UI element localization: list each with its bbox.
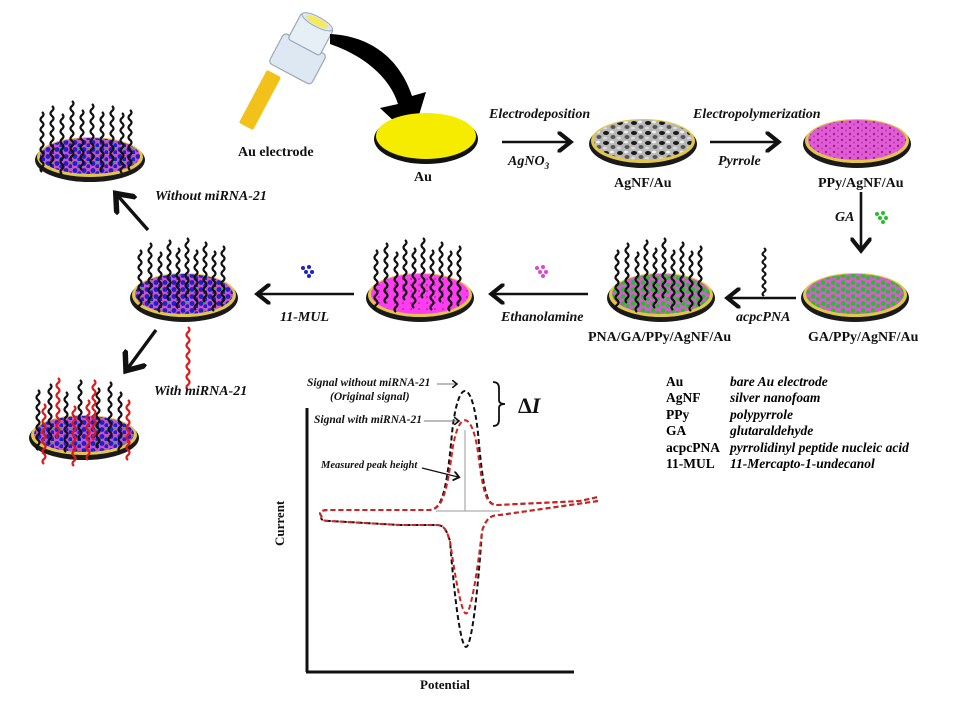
- agno3-subscript: 3: [544, 160, 550, 171]
- series-with-mirna: [319, 419, 599, 615]
- ethanolamine-disk: [366, 236, 474, 322]
- pyrrole-label: Pyrrole: [718, 154, 761, 169]
- legend-abbr: acpcPNA: [666, 439, 720, 455]
- legend-row: acpcPNA pyrrolidinyl peptide nucleic acid: [666, 440, 909, 456]
- ga-molecule-icon: [875, 211, 888, 224]
- without-mirna-arrow: [118, 196, 150, 232]
- legend-abbr: PPy: [666, 406, 690, 422]
- legend-definition: 11-Mercapto-1-undecanol: [730, 456, 875, 472]
- agno3-label: AgNO3: [508, 154, 549, 171]
- legend-definition: silver nanofoam: [730, 390, 821, 406]
- annotation-peak-height: Measured peak height: [321, 460, 418, 471]
- delta-bracket: [492, 381, 506, 427]
- agno3-text: AgNO: [508, 154, 545, 169]
- voltammogram: [305, 381, 599, 674]
- ethanolamine-molecule-icon: [535, 265, 548, 278]
- legend-row: PPy polypyrrole: [666, 407, 909, 423]
- legend-row: AgNF silver nanofoam: [666, 390, 909, 406]
- with-mirna-arrow: [128, 328, 158, 368]
- electropolymerization-label: Electropolymerization: [693, 107, 821, 122]
- ga-disk: [801, 273, 909, 322]
- with-mirna-disk: [29, 376, 139, 468]
- without-mirna-disk: [35, 99, 145, 182]
- ethanolamine-label: Ethanolamine: [501, 310, 584, 325]
- agnf-disk: [589, 119, 697, 168]
- legend-row: Au bare Au electrode: [666, 374, 909, 390]
- annotation-without-mirna: Signal without miRNA-21: [307, 377, 431, 389]
- transfer-arrow: [330, 34, 426, 138]
- legend-definition: pyrrolidinyl peptide nucleic acid: [730, 439, 909, 455]
- series-without-mirna: [319, 390, 599, 649]
- pna-disk: [607, 236, 715, 322]
- x-axis-label: Potential: [420, 677, 470, 692]
- au-electrode-icon: [239, 12, 334, 130]
- au-disk: [374, 113, 478, 164]
- legend-abbr: AgNF: [666, 390, 701, 406]
- y-axis-label: Current: [272, 500, 287, 546]
- annotation-original-signal: (Original signal): [330, 391, 410, 403]
- electrodeposition-label: Electrodeposition: [489, 107, 591, 122]
- delta-i-label: ΔI: [518, 393, 541, 418]
- mul-step-label: 11-MUL: [280, 310, 329, 325]
- legend-definition: glutaraldehyde: [730, 423, 814, 439]
- mul-molecule-icon: [301, 265, 314, 278]
- au-electrode-label: Au electrode: [238, 145, 314, 160]
- pna-probe-icon: [761, 246, 767, 298]
- acpcpna-label: acpcPNA: [736, 310, 791, 325]
- au-label: Au: [414, 170, 432, 185]
- mirna-strand-icon: [185, 325, 191, 392]
- legend-definition: bare Au electrode: [730, 374, 828, 389]
- legend-definition: polypyrrole: [730, 406, 793, 422]
- legend-abbr: Au: [666, 374, 684, 389]
- annotation-with-mirna: Signal with miRNA-21: [314, 414, 423, 426]
- with-mirna-label: With miRNA-21: [154, 384, 248, 399]
- legend-abbr: GA: [666, 423, 687, 439]
- without-mirna-label: Without miRNA-21: [155, 189, 267, 204]
- ga-step-label: GA: [835, 210, 855, 225]
- ppy-disk: [803, 119, 911, 168]
- legend-row: 11-MUL 11-Mercapto-1-undecanol: [666, 456, 909, 472]
- delta-i-symbol: I: [531, 393, 541, 418]
- ppy-agnf-au-label: PPy/AgNF/Au: [818, 176, 904, 191]
- legend-abbr: 11-MUL: [666, 456, 715, 472]
- pna-ga-ppy-agnf-au-label: PNA/GA/PPy/AgNF/Au: [588, 330, 732, 345]
- ga-ppy-agnf-au-label: GA/PPy/AgNF/Au: [808, 330, 919, 345]
- mul-disk: [130, 236, 238, 322]
- legend-row: GA glutaraldehyde: [666, 423, 909, 439]
- agnf-au-label: AgNF/Au: [614, 176, 672, 191]
- annotation-arrow-peak: [421, 467, 458, 477]
